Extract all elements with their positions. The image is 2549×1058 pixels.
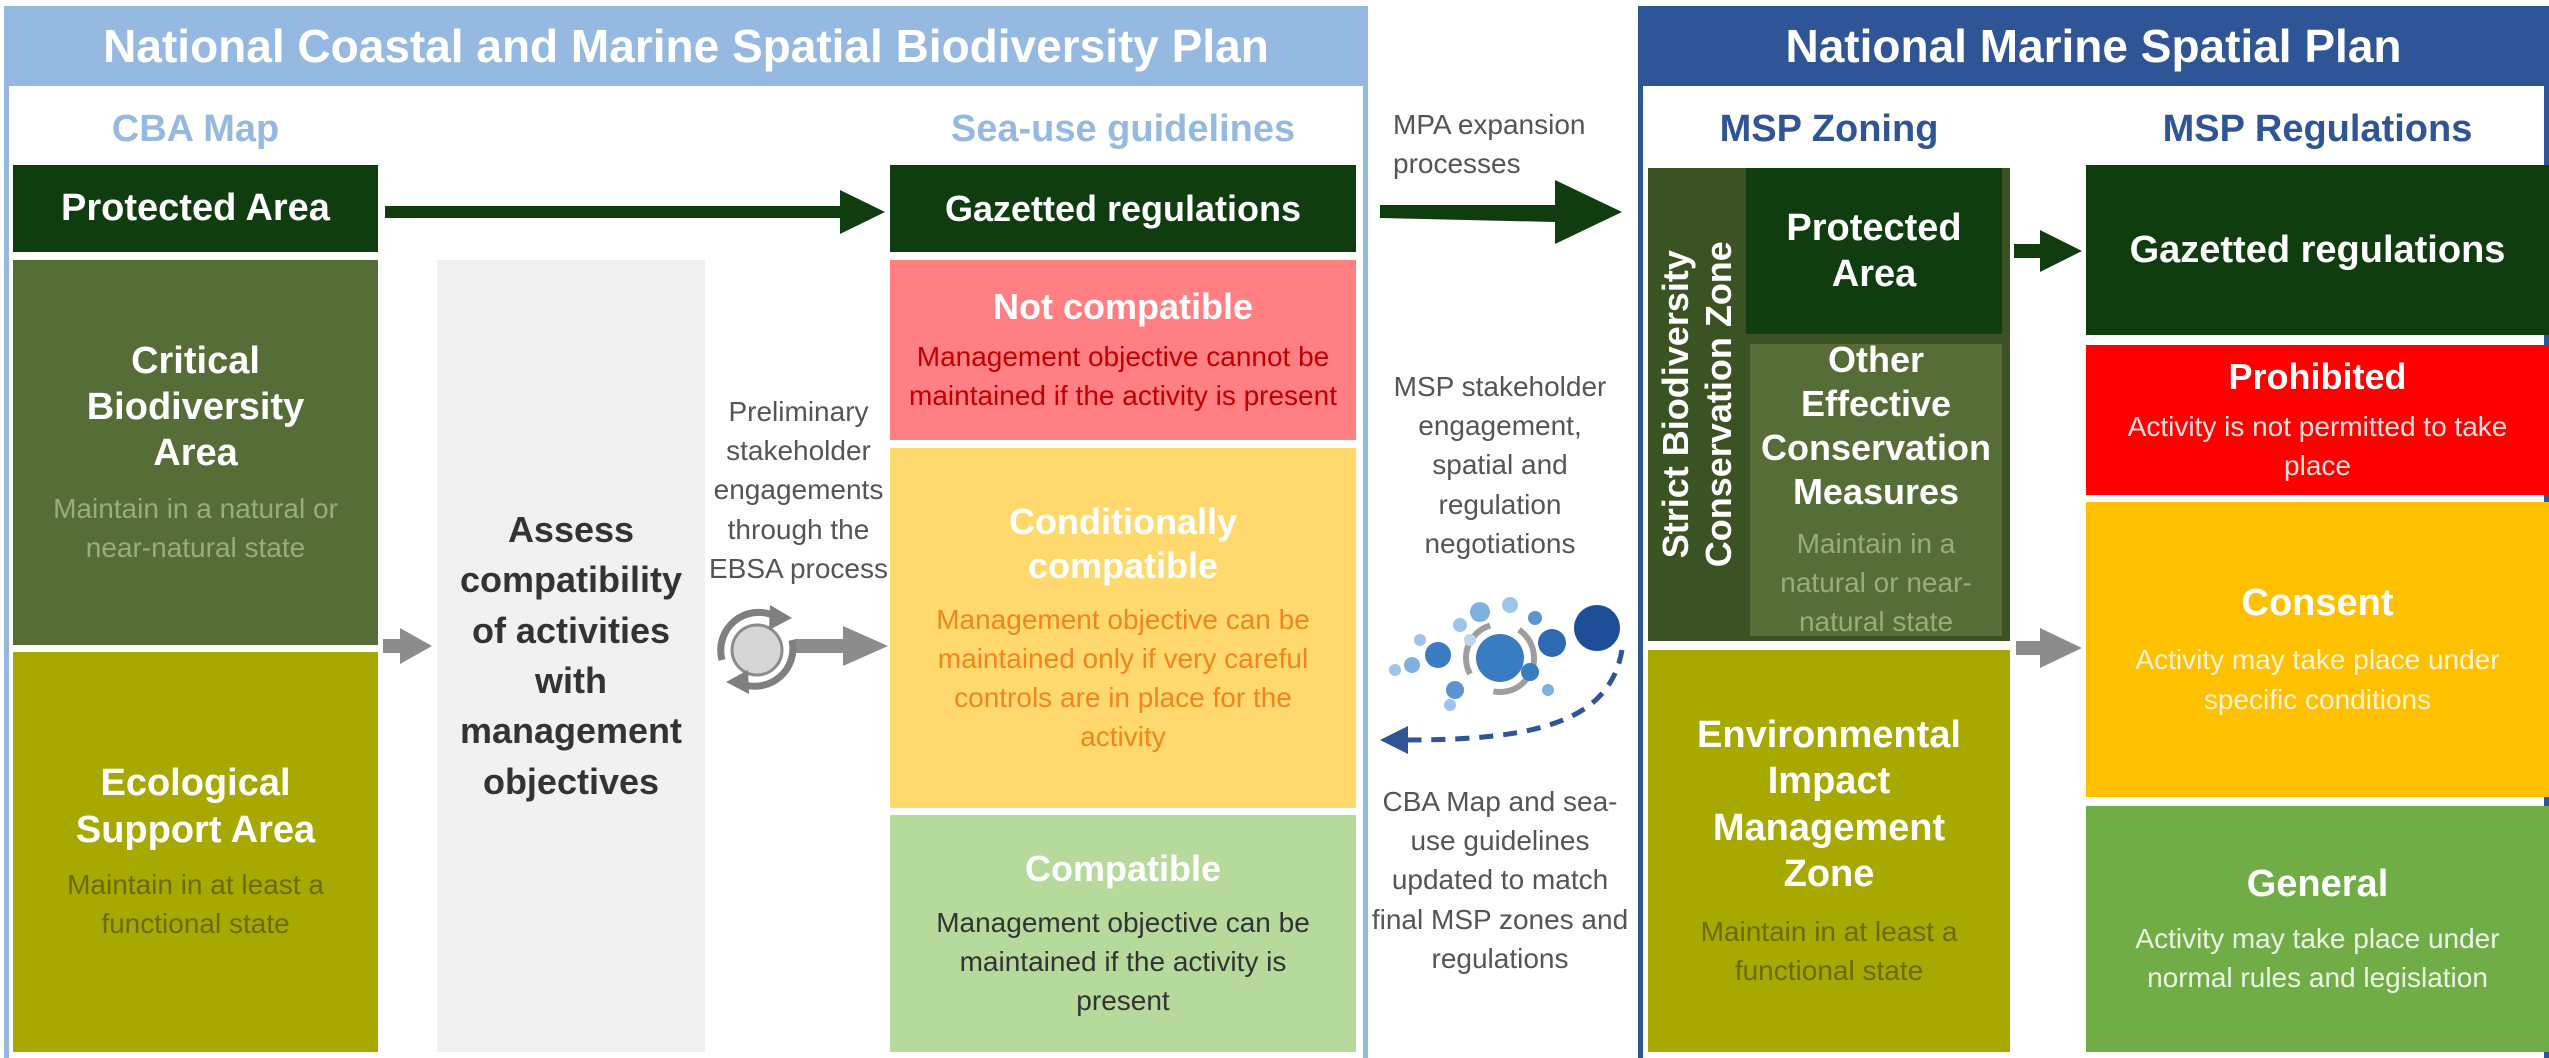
- critical-biodiversity-area-title: Critical Biodiversity Area: [86, 339, 305, 475]
- prohibited-box: Prohibited Activity is not permitted to …: [2086, 345, 2549, 495]
- msp-zoning-header: MSP Zoning: [1719, 107, 1939, 150]
- right-panel-title: National Marine Spatial Plan: [1638, 6, 2549, 86]
- general-box: General Activity may take place under no…: [2086, 806, 2549, 1052]
- consent-title: Consent: [2241, 582, 2394, 625]
- preliminary-engagement-text: Preliminary stakeholder engagements thro…: [709, 396, 888, 584]
- critical-biodiversity-area-box: Critical Biodiversity Area Maintain in a…: [13, 260, 378, 645]
- arrow-assess-to-guidelines: [795, 626, 888, 666]
- not-compatible-desc: Management objective cannot be maintaine…: [909, 340, 1337, 411]
- oecm-desc: Maintain in a natural or near-natural st…: [1780, 528, 1972, 638]
- prohibited-title: Prohibited: [2228, 355, 2407, 397]
- compatible-box: Compatible Management objective can be m…: [890, 815, 1356, 1052]
- not-compatible-box: Not compatible Management objective cann…: [890, 260, 1356, 440]
- compatible-title: Compatible: [1024, 847, 1221, 889]
- eimz-box: Environmental Impact Management Zone Mai…: [1648, 650, 2010, 1052]
- critical-biodiversity-area-desc: Maintain in a natural or near-natural st…: [53, 492, 338, 564]
- oecm-box: Other Effective Conservation Measures Ma…: [1750, 339, 2002, 637]
- sea-use-header: Sea-use guidelines: [950, 107, 1296, 150]
- consent-box: Consent Activity may take place under sp…: [2086, 502, 2549, 797]
- gazetted-regulations-left-box: Gazetted regulations: [890, 165, 1356, 252]
- conditionally-compatible-box: Conditionally compatible Management obje…: [890, 448, 1356, 808]
- compatible-desc: Management objective can be maintained i…: [936, 906, 1310, 1017]
- arrow-dashed-feedback: [1380, 649, 1625, 754]
- protected-area-box: Protected Area: [13, 165, 378, 252]
- protected-area-right-box: Protected Area: [1746, 168, 2002, 334]
- left-panel-title: National Coastal and Marine Spatial Biod…: [4, 6, 1368, 86]
- general-desc: Activity may take place under normal rul…: [2135, 922, 2500, 994]
- assess-compatibility-box: Assess compatibility of activities with …: [437, 260, 705, 1052]
- prohibited-desc: Activity is not permitted to take place: [2127, 410, 2508, 481]
- ecological-support-area-box: Ecological Support Area Maintain in at l…: [13, 652, 378, 1052]
- cba-map-header: CBA Map: [111, 107, 280, 150]
- arrow-protected-to-gazetted: [385, 190, 885, 234]
- conditionally-compatible-title: Conditionally compatible: [1009, 500, 1237, 586]
- cba-update-text: CBA Map and sea-use guidelines updated t…: [1371, 786, 1629, 974]
- not-compatible-title: Not compatible: [992, 285, 1253, 327]
- conditionally-compatible-desc: Management objective can be maintained o…: [936, 603, 1310, 753]
- msp-regulations-header: MSP Regulations: [2162, 107, 2473, 150]
- mpa-expansion-text: MPA expansion processes: [1393, 109, 1586, 180]
- general-title: General: [2246, 862, 2389, 905]
- msp-engagement-text: MSP stakeholder engagement, spatial and …: [1393, 371, 1607, 559]
- bubble-cluster-icon: [1389, 597, 1620, 711]
- arrow-zoning-to-regulations: [2016, 628, 2082, 668]
- arrow-cba-to-assess: [383, 628, 432, 664]
- gazetted-regulations-right-box: Gazetted regulations: [2086, 165, 2549, 335]
- oecm-title: Other Effective Conservation Measures: [1760, 339, 1992, 513]
- arrow-protected-to-gazetted-right: [2014, 230, 2082, 272]
- ecological-support-area-title: Ecological Support Area: [75, 762, 316, 851]
- eimz-title: Environmental Impact Management Zone: [1697, 714, 1961, 896]
- eimz-desc: Maintain in at least a functional state: [1700, 915, 1958, 986]
- ecological-support-area-desc: Maintain in at least a functional state: [67, 869, 324, 940]
- cycle-icon: [717, 605, 797, 694]
- assess-compatibility-text: Assess compatibility of activities with …: [459, 508, 683, 802]
- consent-desc: Activity may take place under specific c…: [2135, 644, 2500, 715]
- arrow-mpa-expansion: [1380, 180, 1622, 244]
